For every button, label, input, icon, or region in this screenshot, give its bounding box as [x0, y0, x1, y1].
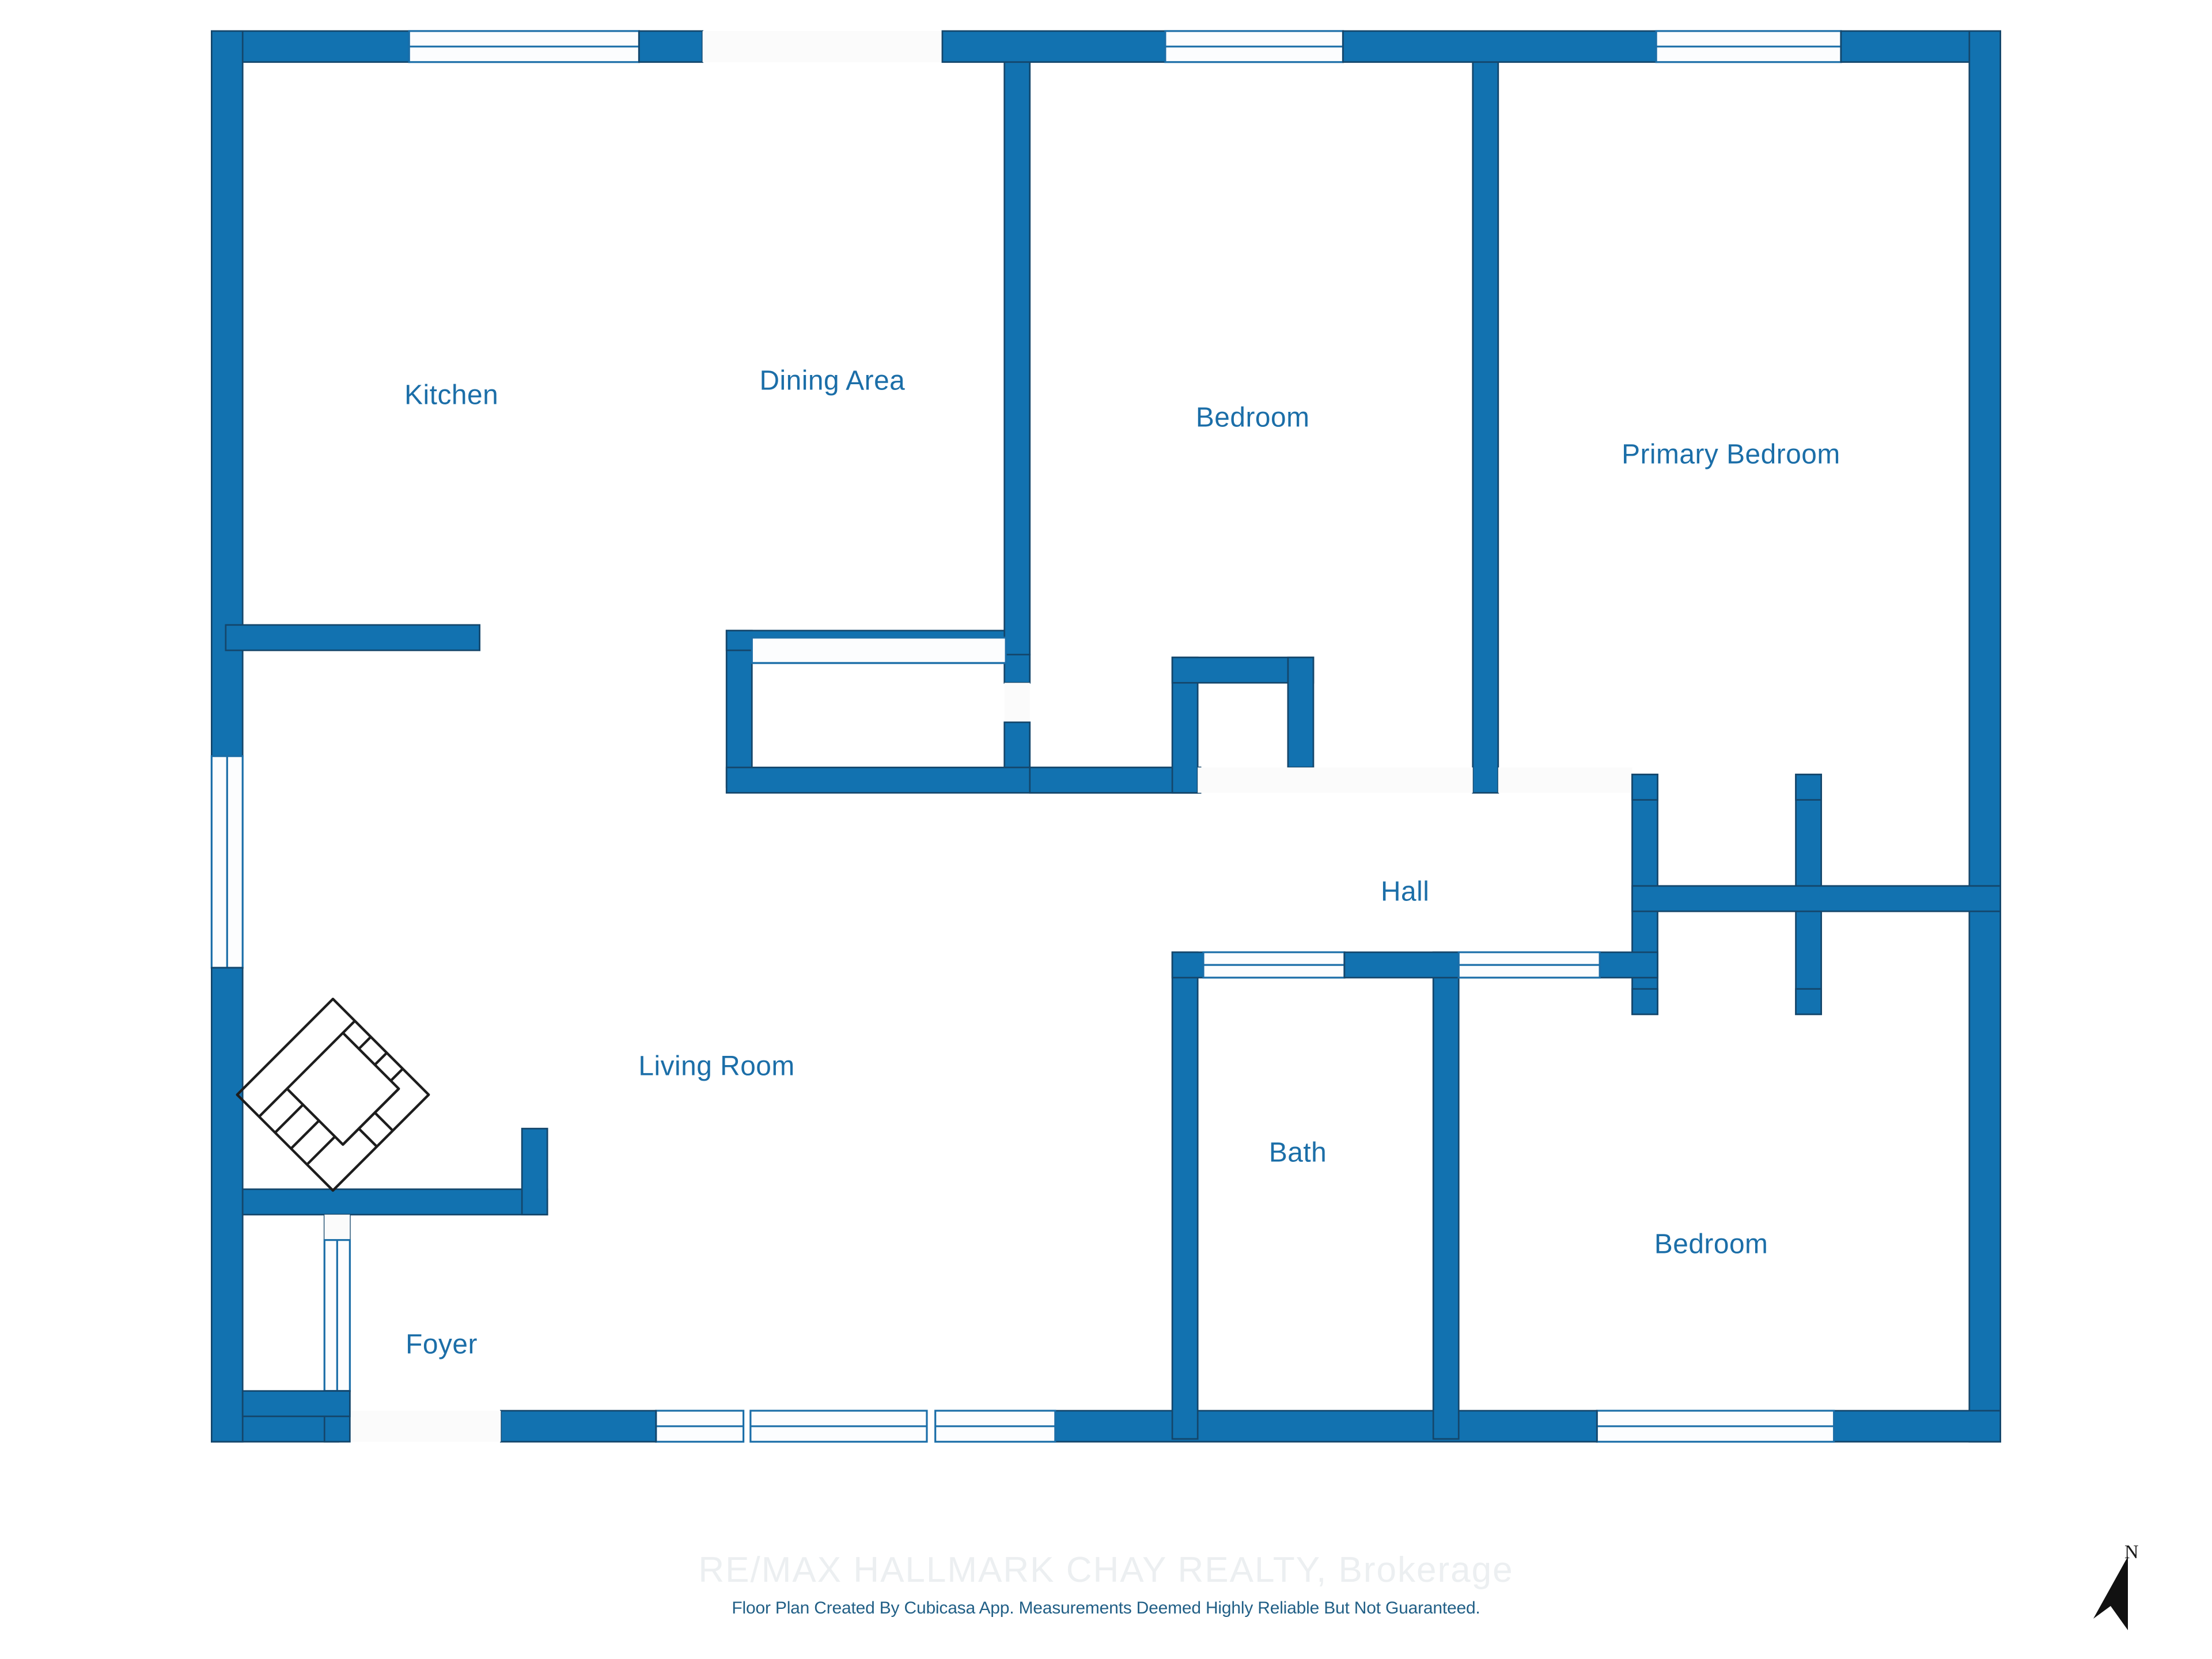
compass-north-arrow [2093, 1556, 2128, 1630]
closet-door-foyer [323, 1239, 351, 1392]
compass-north-label: N [2124, 1541, 2139, 1563]
room-label-bath: Bath [1268, 1137, 1327, 1168]
room-label-living-room: Living Room [638, 1051, 795, 1082]
door-bath [1202, 951, 1346, 979]
staircase-icon [236, 997, 430, 1192]
room-label-bedroom-2: Bedroom [1654, 1229, 1768, 1260]
window-left-living-room [210, 755, 244, 969]
window-top-kitchen [408, 30, 640, 63]
disclaimer-text: Floor Plan Created By Cubicasa App. Meas… [732, 1599, 1480, 1618]
closet-door-dining [751, 637, 1007, 664]
window-bottom-living-room [655, 1410, 1056, 1443]
door-bedroom-2 [1457, 951, 1601, 979]
room-label-primary-bedroom: Primary Bedroom [1622, 439, 1840, 470]
brokerage-watermark: RE/MAX HALLMARK CHAY REALTY, Brokerage [698, 1550, 1514, 1590]
room-label-foyer: Foyer [406, 1329, 478, 1360]
room-label-kitchen: Kitchen [404, 380, 499, 411]
window-bottom-bedroom [1596, 1410, 1835, 1443]
room-label-hall: Hall [1380, 876, 1430, 907]
room-label-bedroom: Bedroom [1195, 402, 1310, 433]
window-top-primary-bedroom [1655, 30, 1842, 63]
window-top-bedroom [1164, 30, 1344, 63]
interior-walls [225, 61, 2001, 1443]
room-label-dining-area: Dining Area [759, 365, 906, 396]
